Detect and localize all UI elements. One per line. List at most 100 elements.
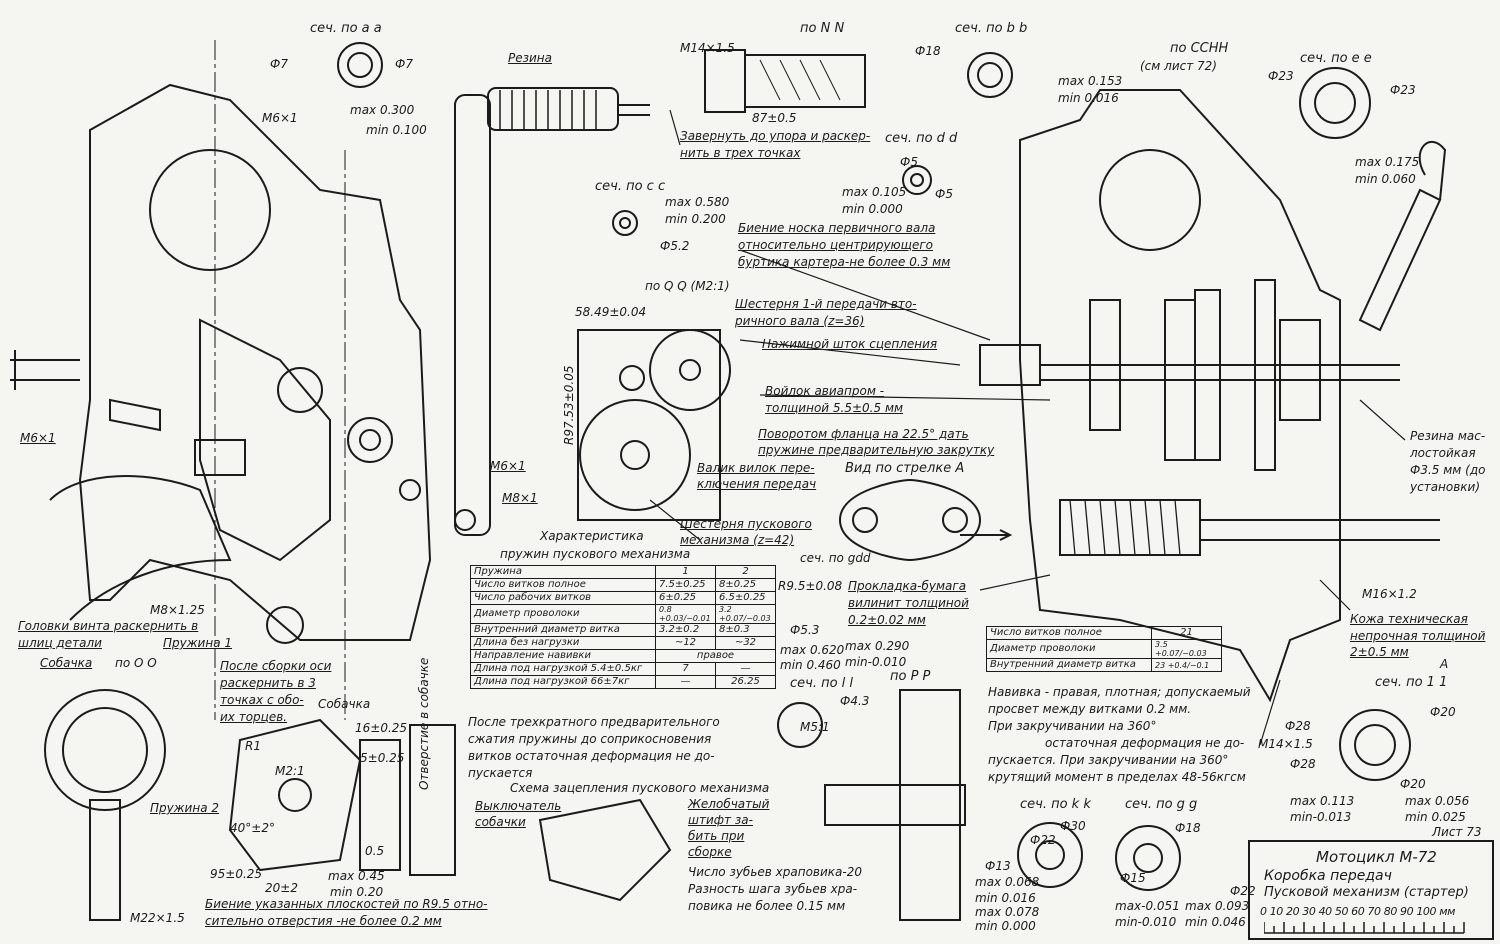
annotation-label: max 0.093 (1185, 899, 1250, 913)
annotation-label: Поворотом фланца на 22.5° дать (758, 427, 969, 441)
table-cell: Число рабочих витков (470, 591, 656, 605)
table-cell: 3.2 +0.07/−0.03 (715, 604, 776, 624)
table-cell: правое (655, 649, 776, 663)
annotation-label: M8×1 (502, 491, 538, 505)
annotation-label: min 0.025 (1405, 810, 1466, 824)
annotation-label: Ф3.5 мм (до (1410, 463, 1486, 477)
annotation-label: Ф5.3 (790, 623, 820, 637)
annotation-label: пружине предварительную закрутку (758, 443, 995, 457)
annotation-label: Кожа техническая (1350, 612, 1468, 626)
annotation-label: max 0.290 (845, 639, 910, 653)
scale-bar (1264, 922, 1465, 934)
annotation-label: толщиной 5.5±0.5 мм (765, 401, 904, 415)
spring-note: Навивка - правая, плотная; допускаемый (988, 685, 1251, 699)
annotation-label: 5±0.25 (360, 751, 405, 765)
annotation-label: Завернуть до упора и раскер- (680, 129, 871, 143)
annotation-label: Схема зацепления пускового механизма (510, 781, 770, 795)
annotation-label: механизма (z=42) (680, 533, 795, 547)
annotation-label: Характеристика (540, 529, 644, 543)
annotation-label: A (1440, 657, 1449, 671)
annotation-label: Прокладка-бумага (848, 579, 967, 593)
title-model: Мотоцикл M-72 (1316, 848, 1437, 866)
annotation-label: 0.2±0.02 мм (848, 613, 926, 627)
annotation-label: max 0.113 (1290, 794, 1355, 808)
annotation-label: по CCHH (1170, 41, 1229, 56)
annotation-label: M16×1.2 (1362, 587, 1417, 601)
table-cell: 3.2±0.2 (655, 623, 716, 637)
table-cell: Длина без нагрузки (470, 636, 656, 650)
table-cell: 21 (1151, 626, 1222, 640)
annotation-label: max 0.105 (842, 185, 907, 199)
annotation-label: min 0.460 (780, 658, 841, 672)
annotation-label: Биение указанных плоскостей по R9.5 отно… (205, 897, 488, 911)
table-cell: 23 +0.4/−0.1 (1151, 658, 1222, 672)
annotation-label: 16±0.25 (355, 721, 408, 735)
annotation-label: Ф28 (1290, 757, 1316, 771)
annotation-label: сеч. по c c (595, 179, 666, 194)
annotation-label: витков остаточная деформация не до- (468, 749, 715, 763)
annotation-label: min 0.046 (1185, 915, 1246, 929)
annotation-label: max 0.45 (328, 869, 385, 883)
annotation-label: M6×1 (20, 431, 56, 445)
table-cell: — (715, 662, 776, 676)
annotation-label: Ф28 (1285, 719, 1311, 733)
annotation-label: ключения передач (697, 477, 817, 491)
annotation-label: M2:1 (275, 764, 305, 778)
table-cell: 6±0.25 (655, 591, 716, 605)
annotation-label: Ф7 (270, 57, 288, 71)
annotation-label: M6×1 (262, 111, 298, 125)
annotation-label: Ф18 (1175, 821, 1201, 835)
right-gearbox-assembly (979, 89, 1447, 703)
annotation-label: установки) (1410, 480, 1481, 494)
table-cell: Число витков полное (986, 626, 1152, 640)
annotation-label: min 0.016 (1058, 91, 1119, 105)
annotation-label: сеч. по 1 1 (1375, 675, 1448, 690)
annotation-label: Желобчатый (688, 797, 770, 811)
table-cell: Направление навивки (470, 649, 656, 663)
annotation-label: R97.53±0.05 (562, 365, 576, 445)
annotation-label: по Q Q (M2:1) (645, 279, 730, 293)
annotation-label: min-0.010 (1115, 915, 1177, 929)
annotation-label: Ф22 (1030, 833, 1056, 847)
annotation-label: M14×1.5 (1258, 737, 1313, 751)
spring-note: При закручивании на 360° (988, 719, 1157, 733)
annotation-label: сеч. по l l (790, 676, 854, 691)
annotation-label: Нажимной шток сцепления (762, 337, 938, 351)
annotation-label: сеч. по a a (310, 21, 382, 36)
annotation-label: Выключатель (475, 799, 562, 813)
annotation-label: Отверстие в собачке (417, 657, 431, 790)
annotation-label: (см лист 72) (1140, 59, 1217, 73)
table-header: 1 (655, 565, 716, 579)
annotation-label: M5:1 (800, 720, 830, 734)
table-cell: Диаметр проволоки (986, 639, 1152, 659)
annotation-label: max 0.580 (665, 195, 730, 209)
annotation-label: min 0.20 (330, 885, 384, 899)
annotation-label: сеч. по k k (1020, 797, 1091, 812)
annotation-label: Ф5 (900, 155, 918, 169)
annotation-label: M14×1.5 (680, 41, 735, 55)
gear-view-qq (577, 329, 731, 521)
annotation-label: Биение носка первичного вала (738, 221, 936, 235)
annotation-label: Лист 73 (1432, 825, 1482, 839)
annotation-label: по P P (890, 669, 931, 684)
annotation-label: Ф23 (1390, 83, 1416, 97)
annotation-label: max-0.051 (1115, 899, 1180, 913)
annotation-label: min 0.000 (842, 202, 903, 216)
annotation-label: После трехкратного предварительного (468, 715, 720, 729)
title-block: Мотоцикл M-72 Коробка передач Пусковой м… (1248, 840, 1494, 940)
annotation-label: сеч. по gdd (800, 551, 871, 565)
annotation-label: Шестерня пускового (680, 517, 812, 531)
scale-labels: 0 10 20 30 40 50 60 70 80 90 100 мм (1260, 905, 1456, 918)
title-assembly: Коробка передач (1264, 868, 1392, 884)
annotation-label: сеч. по d d (885, 131, 958, 146)
shaft-section-nn (704, 49, 866, 113)
annotation-label: Ф5 (935, 187, 953, 201)
table-cell: 0.8 +0.03/−0.01 (655, 604, 716, 624)
annotation-label: Собачка (318, 697, 371, 711)
annotation-label: Ф13 (985, 859, 1011, 873)
annotation-label: непрочная толщиной (1350, 629, 1486, 643)
leader-lines (649, 109, 1406, 746)
annotation-label: Собачка (40, 656, 93, 670)
